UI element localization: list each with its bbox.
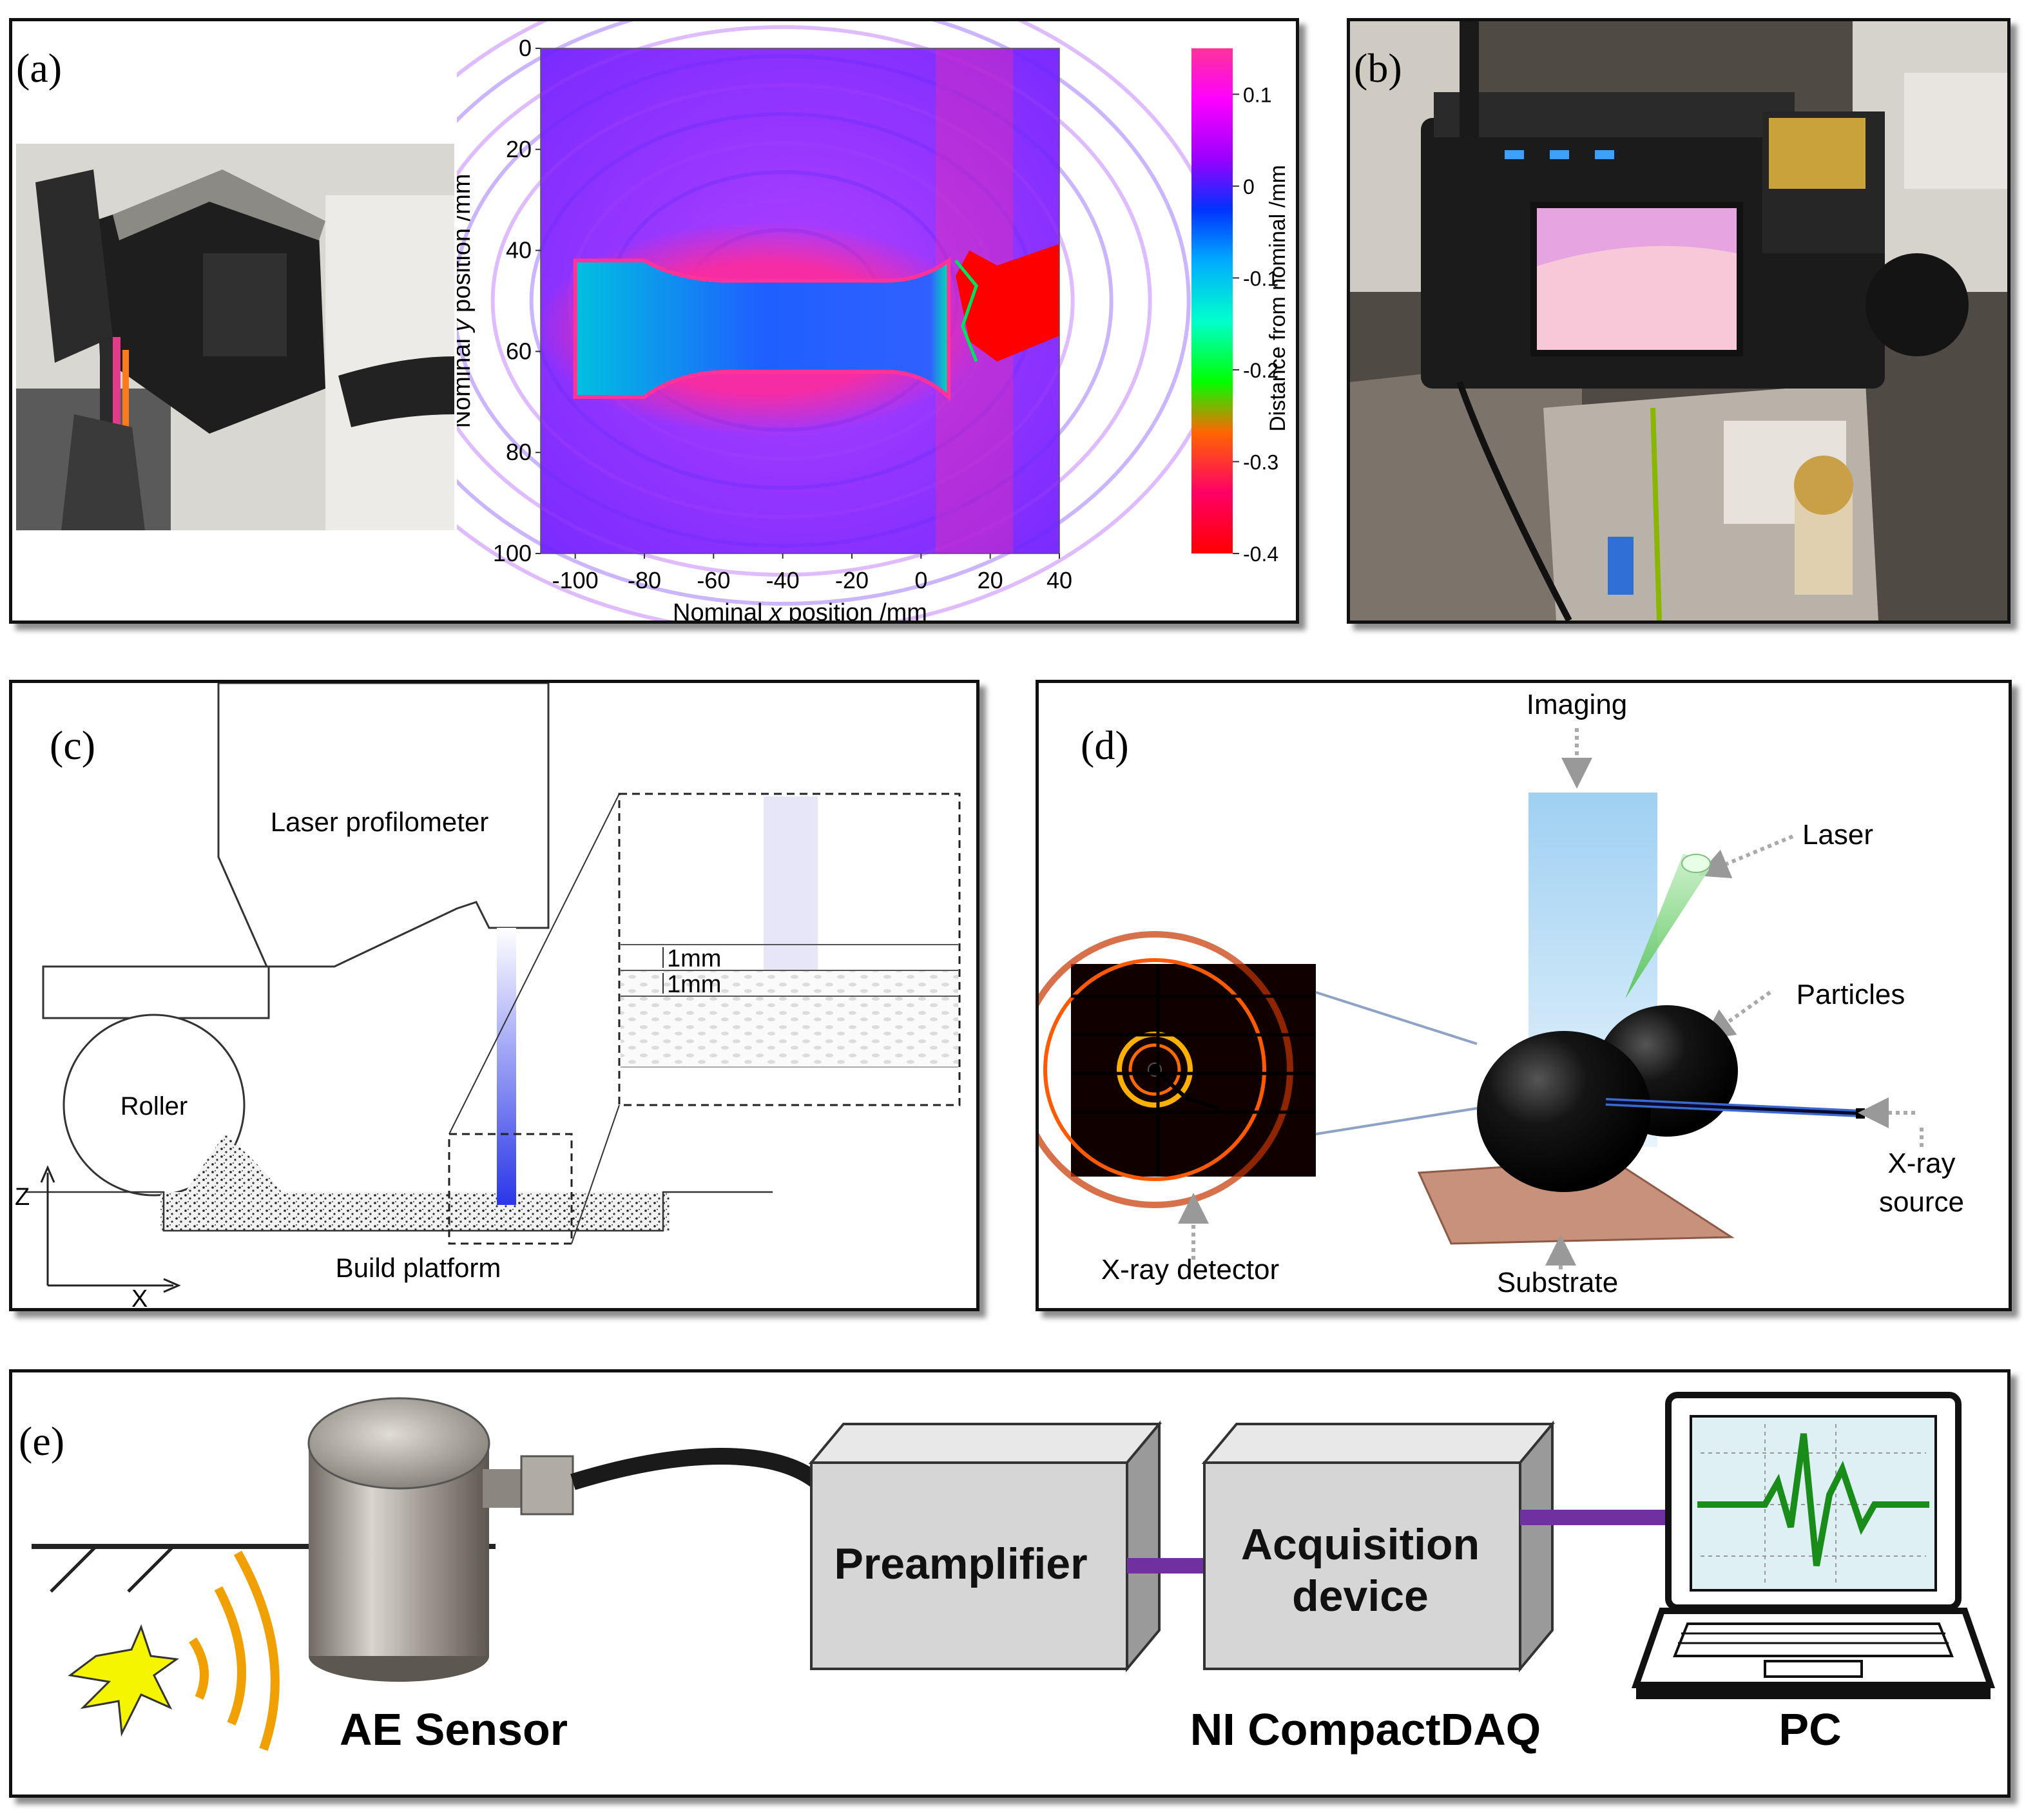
ni-compactdaq-label: NI CompactDAQ [1190, 1704, 1541, 1755]
x-tick-label: 40 [1046, 567, 1072, 593]
xray-detector-image [1071, 964, 1316, 1177]
sensor-cable [570, 1447, 824, 1490]
z-axis-label: Z [15, 1184, 30, 1211]
particles-label: Particles [1797, 979, 1905, 1010]
xray-source-label-line2: source [1879, 1186, 1964, 1218]
x-axis-label-suffix: position /mm [782, 599, 927, 621]
heatmap-ripple [457, 25, 1152, 577]
xray-imaging-schematic: Imaging Laser Particles X-ray [1039, 689, 1964, 1298]
ae-sensor-label: AE Sensor [340, 1704, 568, 1755]
panel-b: (b) [1347, 18, 2010, 624]
heatmap-ripple [457, 54, 1114, 548]
panel-a: (a) [9, 18, 1299, 624]
ae-sensor-top [307, 1397, 490, 1490]
raised-region [956, 244, 1059, 362]
heatmap-plot-area [457, 21, 1229, 621]
preamplifier-box [808, 1423, 1162, 1464]
thermal-camera-photo [1350, 21, 2007, 621]
heatmap-axes: -100 -80 -60 -40 -20 0 20 40 0 20 40 60 80 100 [493, 35, 1072, 593]
xray-detector-label: X-ray detector [1101, 1254, 1279, 1285]
particle-1 [1477, 1031, 1651, 1192]
x-axis-label-var: x [768, 599, 783, 621]
pc-label: PC [1779, 1704, 1841, 1755]
y-axis-label-prefix: Nominal [457, 332, 476, 428]
x-tick-label: 20 [978, 567, 1003, 593]
build-platform-label: Build platform [336, 1253, 501, 1283]
panel-d-label: (d) [1081, 722, 1129, 768]
layer-thickness-1: 1mm [667, 945, 721, 972]
wave-arc-2 [214, 1586, 246, 1726]
y-axis-label: Nominal y position /mm [457, 174, 476, 428]
laser-profilometer-body [217, 683, 550, 968]
raised-edge [954, 259, 979, 362]
x-axis-label-prefix: Nominal [673, 599, 769, 621]
y-axis-label-var: y [457, 318, 476, 334]
y-tick-label: 60 [506, 338, 532, 364]
x-axis-label: X [131, 1285, 148, 1308]
panel-d: (d) Imaging Laser Part [1036, 680, 2012, 1311]
panel-e: (e) AE [9, 1369, 2010, 1798]
wave-arc-1 [189, 1637, 209, 1700]
x-tick-label: 0 [914, 567, 927, 593]
imaging-label: Imaging [1527, 689, 1628, 720]
plot-frame [540, 48, 1060, 554]
panel-c-label: (c) [50, 722, 96, 768]
laser-line-beam [497, 928, 516, 1205]
roller [63, 1014, 246, 1197]
x-tick-label: -80 [628, 567, 661, 593]
x-tick-label: -40 [766, 567, 800, 593]
y-tick-label: 100 [493, 540, 532, 566]
recoater-arm [42, 965, 270, 1019]
x-tick-label: -100 [552, 567, 599, 593]
heatmap-ripple [457, 21, 1191, 606]
heatmap-ripple [490, 83, 1075, 519]
colorbar-tick-label: -0.2 [1243, 359, 1278, 382]
laser-label: Laser [1802, 819, 1873, 851]
panel-e-label: (e) [19, 1418, 65, 1464]
laser-profilometer-label: Laser profilometer [271, 807, 488, 837]
specimen-region [573, 256, 951, 401]
laser-cone [1625, 854, 1709, 999]
colorbar-tick-label: -0.4 [1243, 543, 1278, 566]
panel-c: (c) Laser profilometer Rol [9, 680, 979, 1311]
colorbar [1191, 48, 1233, 553]
panel-a-label: (a) [16, 45, 63, 91]
powder-layer [160, 1192, 670, 1231]
y-tick-label: 40 [506, 237, 532, 264]
y-tick-label: 0 [519, 35, 532, 61]
wave-arc-3 [233, 1550, 280, 1751]
deviation-heatmap-chart: -100 -80 -60 -40 -20 0 20 40 0 20 40 60 80 100 Nomina… [457, 21, 1290, 621]
pc-laptop-icon [1631, 1392, 1996, 1699]
powder-bed-schematic: Laser profilometer Roller 1mm 1mm Build … [15, 683, 961, 1308]
y-tick-label: 80 [506, 439, 532, 465]
acquisition-label-line1: Acquisition [1241, 1520, 1480, 1569]
y-tick-label: 20 [506, 136, 532, 162]
y-axis-label-suffix: position /mm [457, 174, 476, 320]
colorbar-label: Distance from nominal /mm [1266, 165, 1290, 432]
x-tick-label: -20 [835, 567, 869, 593]
acoustic-emission-setup: AE Sensor Preamplifier Acquisition devic… [32, 1392, 1996, 1755]
roller-label: Roller [121, 1092, 188, 1121]
colorbar-tick-label: 0.1 [1243, 83, 1271, 106]
profilometer-photo [16, 144, 454, 530]
platform-outline [25, 1191, 773, 1232]
panel-b-label: (b) [1354, 45, 1402, 91]
acquisition-label-line2: device [1292, 1572, 1429, 1621]
colorbar-ticks: 0.1 0 -0.1 -0.2 -0.3 -0.4 [1233, 83, 1278, 566]
waveform-trace [1697, 1433, 1929, 1566]
x-tick-label: -60 [697, 567, 730, 593]
layer-thickness-2: 1mm [667, 971, 721, 998]
colorbar-tick-label: 0 [1243, 175, 1255, 198]
colorbar-tick-label: -0.3 [1243, 450, 1278, 474]
substrate-label: Substrate [1497, 1267, 1618, 1298]
xray-source-label-line1: X-ray [1887, 1148, 1955, 1179]
acquisition-device-box [1201, 1423, 1556, 1464]
acoustic-source-spark-icon [68, 1624, 179, 1737]
x-axis-label: Nominal x position /mm [673, 599, 927, 621]
preamplifier-label: Preamplifier [834, 1539, 1087, 1588]
colorbar-tick-label: -0.1 [1243, 267, 1278, 290]
